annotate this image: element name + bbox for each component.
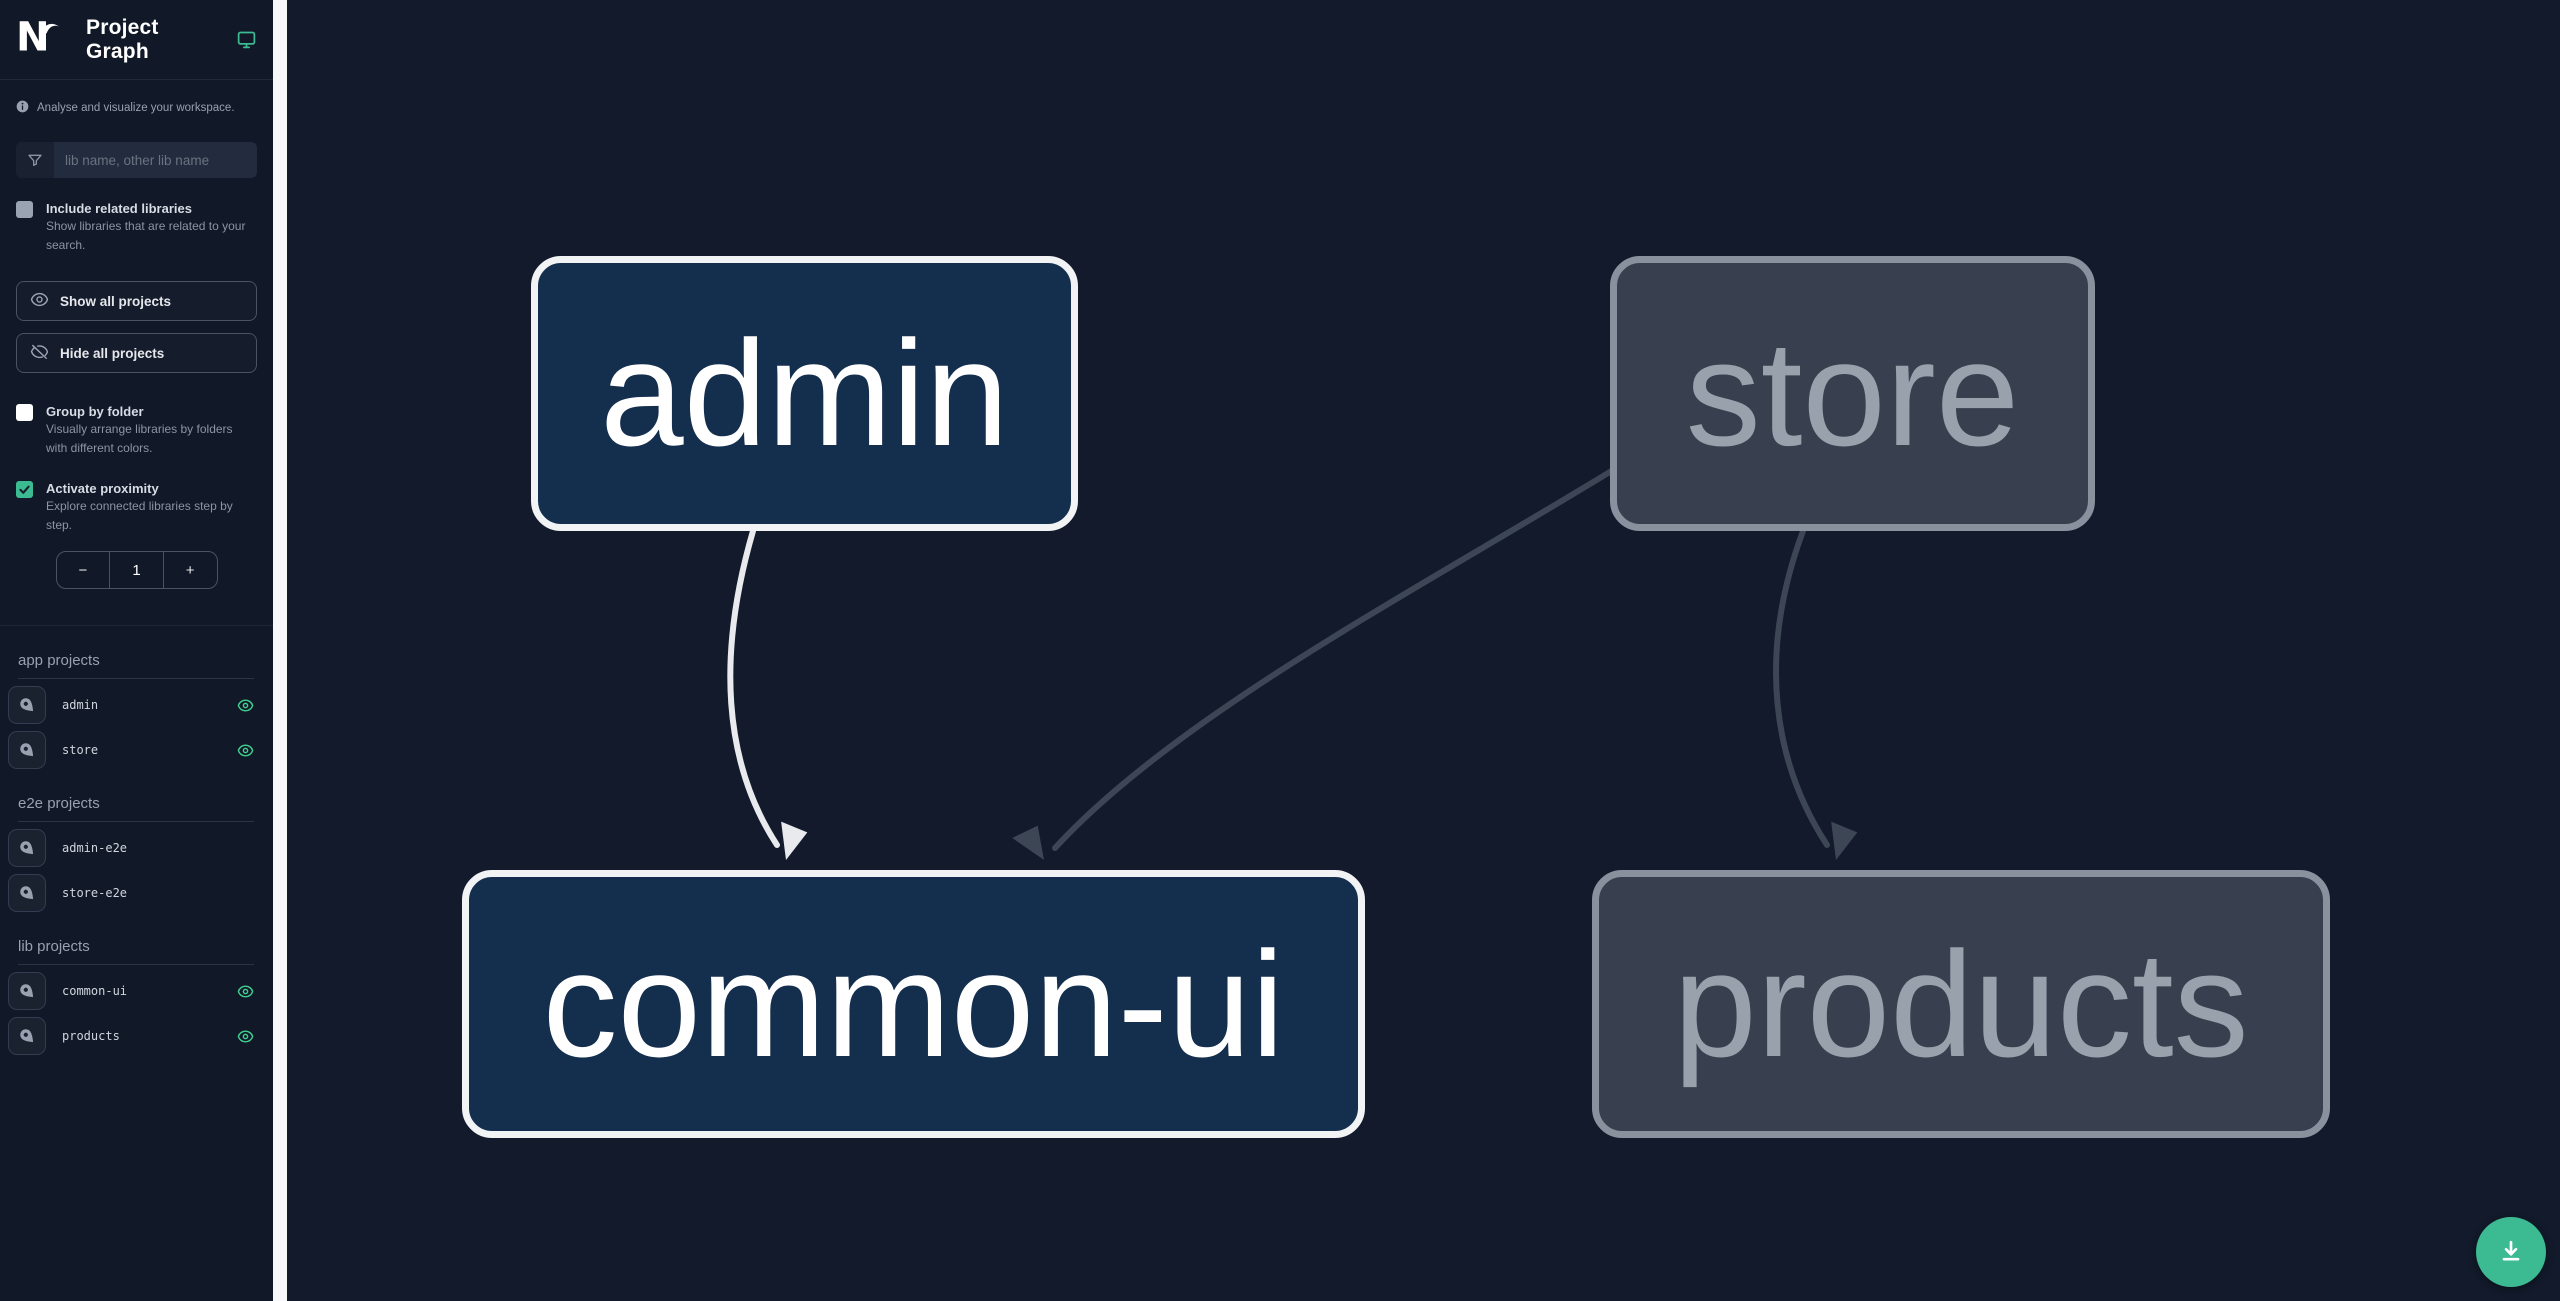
download-icon [2497,1237,2525,1268]
toggle-visibility-eye-icon[interactable] [237,1028,254,1045]
hide-all-projects-button[interactable]: Hide all projects [16,333,257,373]
include-related-description: Show libraries that are related to your … [46,219,246,252]
graph-node-store[interactable]: store [1610,256,2095,531]
activate-proximity-description: Explore connected libraries step by step… [46,499,233,532]
focus-project-button[interactable] [8,1017,46,1055]
project-name: products [62,1029,120,1043]
info-icon [16,100,29,116]
project-row-store: store [8,731,256,769]
toggle-visibility-eye-icon[interactable] [237,983,254,1000]
svg-text:N: N [16,14,50,60]
project-name: admin-e2e [62,841,128,855]
section-lib-projects: lib projects common-ui [0,912,273,1055]
eye-slash-icon [30,342,49,364]
section-title: lib projects [18,938,254,965]
sidebar-divider [0,625,273,626]
workspace-tagline: Analyse and visualize your workspace. [37,102,235,114]
search-box [16,142,257,178]
focus-project-button[interactable] [8,731,46,769]
download-graph-button[interactable] [2476,1217,2546,1287]
project-name: common-ui [62,984,128,998]
group-by-folder-checkbox[interactable] [16,404,33,421]
search-input[interactable] [54,142,257,178]
focus-project-button[interactable] [8,972,46,1010]
section-title: app projects [18,652,254,679]
edge-admin-to-common-ui[interactable] [727,528,780,848]
show-all-projects-label: Show all projects [60,293,172,309]
nx-logo: N [16,14,62,65]
include-related-checkbox[interactable] [16,201,33,218]
page-title: Project Graph [86,15,159,63]
activate-proximity-row: Activate proximity Explore connected lib… [16,480,257,535]
proximity-stepper: − 1 + [55,551,218,589]
workspace-tagline-row: Analyse and visualize your workspace. [0,80,273,116]
proximity-decrement-button[interactable]: − [57,552,110,588]
project-row-admin-e2e: admin-e2e [8,829,256,867]
project-row-common-ui: common-ui [8,972,256,1010]
graph-node-products[interactable]: products [1592,870,2330,1138]
sidebar-header: N Project Graph [0,0,273,80]
toggle-visibility-eye-icon[interactable] [237,742,254,759]
sidebar-resize-handle[interactable] [273,0,287,1301]
focus-project-button[interactable] [8,686,46,724]
arrowhead-admin-to-common-ui [781,821,808,860]
project-row-products: products [8,1017,256,1055]
edge-store-to-common-ui[interactable] [1052,467,1616,851]
graph-node-admin[interactable]: admin [531,256,1078,531]
include-related-row: Include related libraries Show libraries… [16,200,257,255]
monitor-icon[interactable] [236,29,257,50]
project-name: admin [62,698,99,712]
graph-canvas[interactable]: admin store common-ui products [287,0,2560,1301]
include-related-label: Include related libraries [46,201,192,216]
focus-project-button[interactable] [8,829,46,867]
project-name: store-e2e [62,886,128,900]
arrowhead-store-to-common-ui [1012,825,1044,860]
project-row-store-e2e: store-e2e [8,874,256,912]
activate-proximity-checkbox[interactable] [16,481,33,498]
sidebar: N Project Graph Analyse and vis [0,0,273,1301]
arrowhead-store-to-products [1831,821,1858,860]
group-by-folder-description: Visually arrange libraries by folders wi… [46,422,233,455]
graph-node-common-ui[interactable]: common-ui [462,870,1365,1138]
section-e2e-projects: e2e projects admin-e2e [0,769,273,912]
group-by-folder-row: Group by folder Visually arrange librari… [16,403,257,458]
hide-all-projects-label: Hide all projects [60,345,165,361]
filter-icon [16,142,54,178]
activate-proximity-label: Activate proximity [46,481,159,496]
show-all-projects-button[interactable]: Show all projects [16,281,257,321]
project-name: store [62,743,99,757]
proximity-increment-button[interactable]: + [164,552,217,588]
edges-layer [727,467,1858,860]
focus-project-button[interactable] [8,874,46,912]
proximity-value: 1 [109,552,164,588]
toggle-visibility-eye-icon[interactable] [237,697,254,714]
edge-store-to-products[interactable] [1773,528,1830,848]
section-app-projects: app projects admin [0,626,273,769]
eye-icon [30,290,49,312]
project-row-admin: admin [8,686,256,724]
group-by-folder-label: Group by folder [46,404,144,419]
section-title: e2e projects [18,795,254,822]
